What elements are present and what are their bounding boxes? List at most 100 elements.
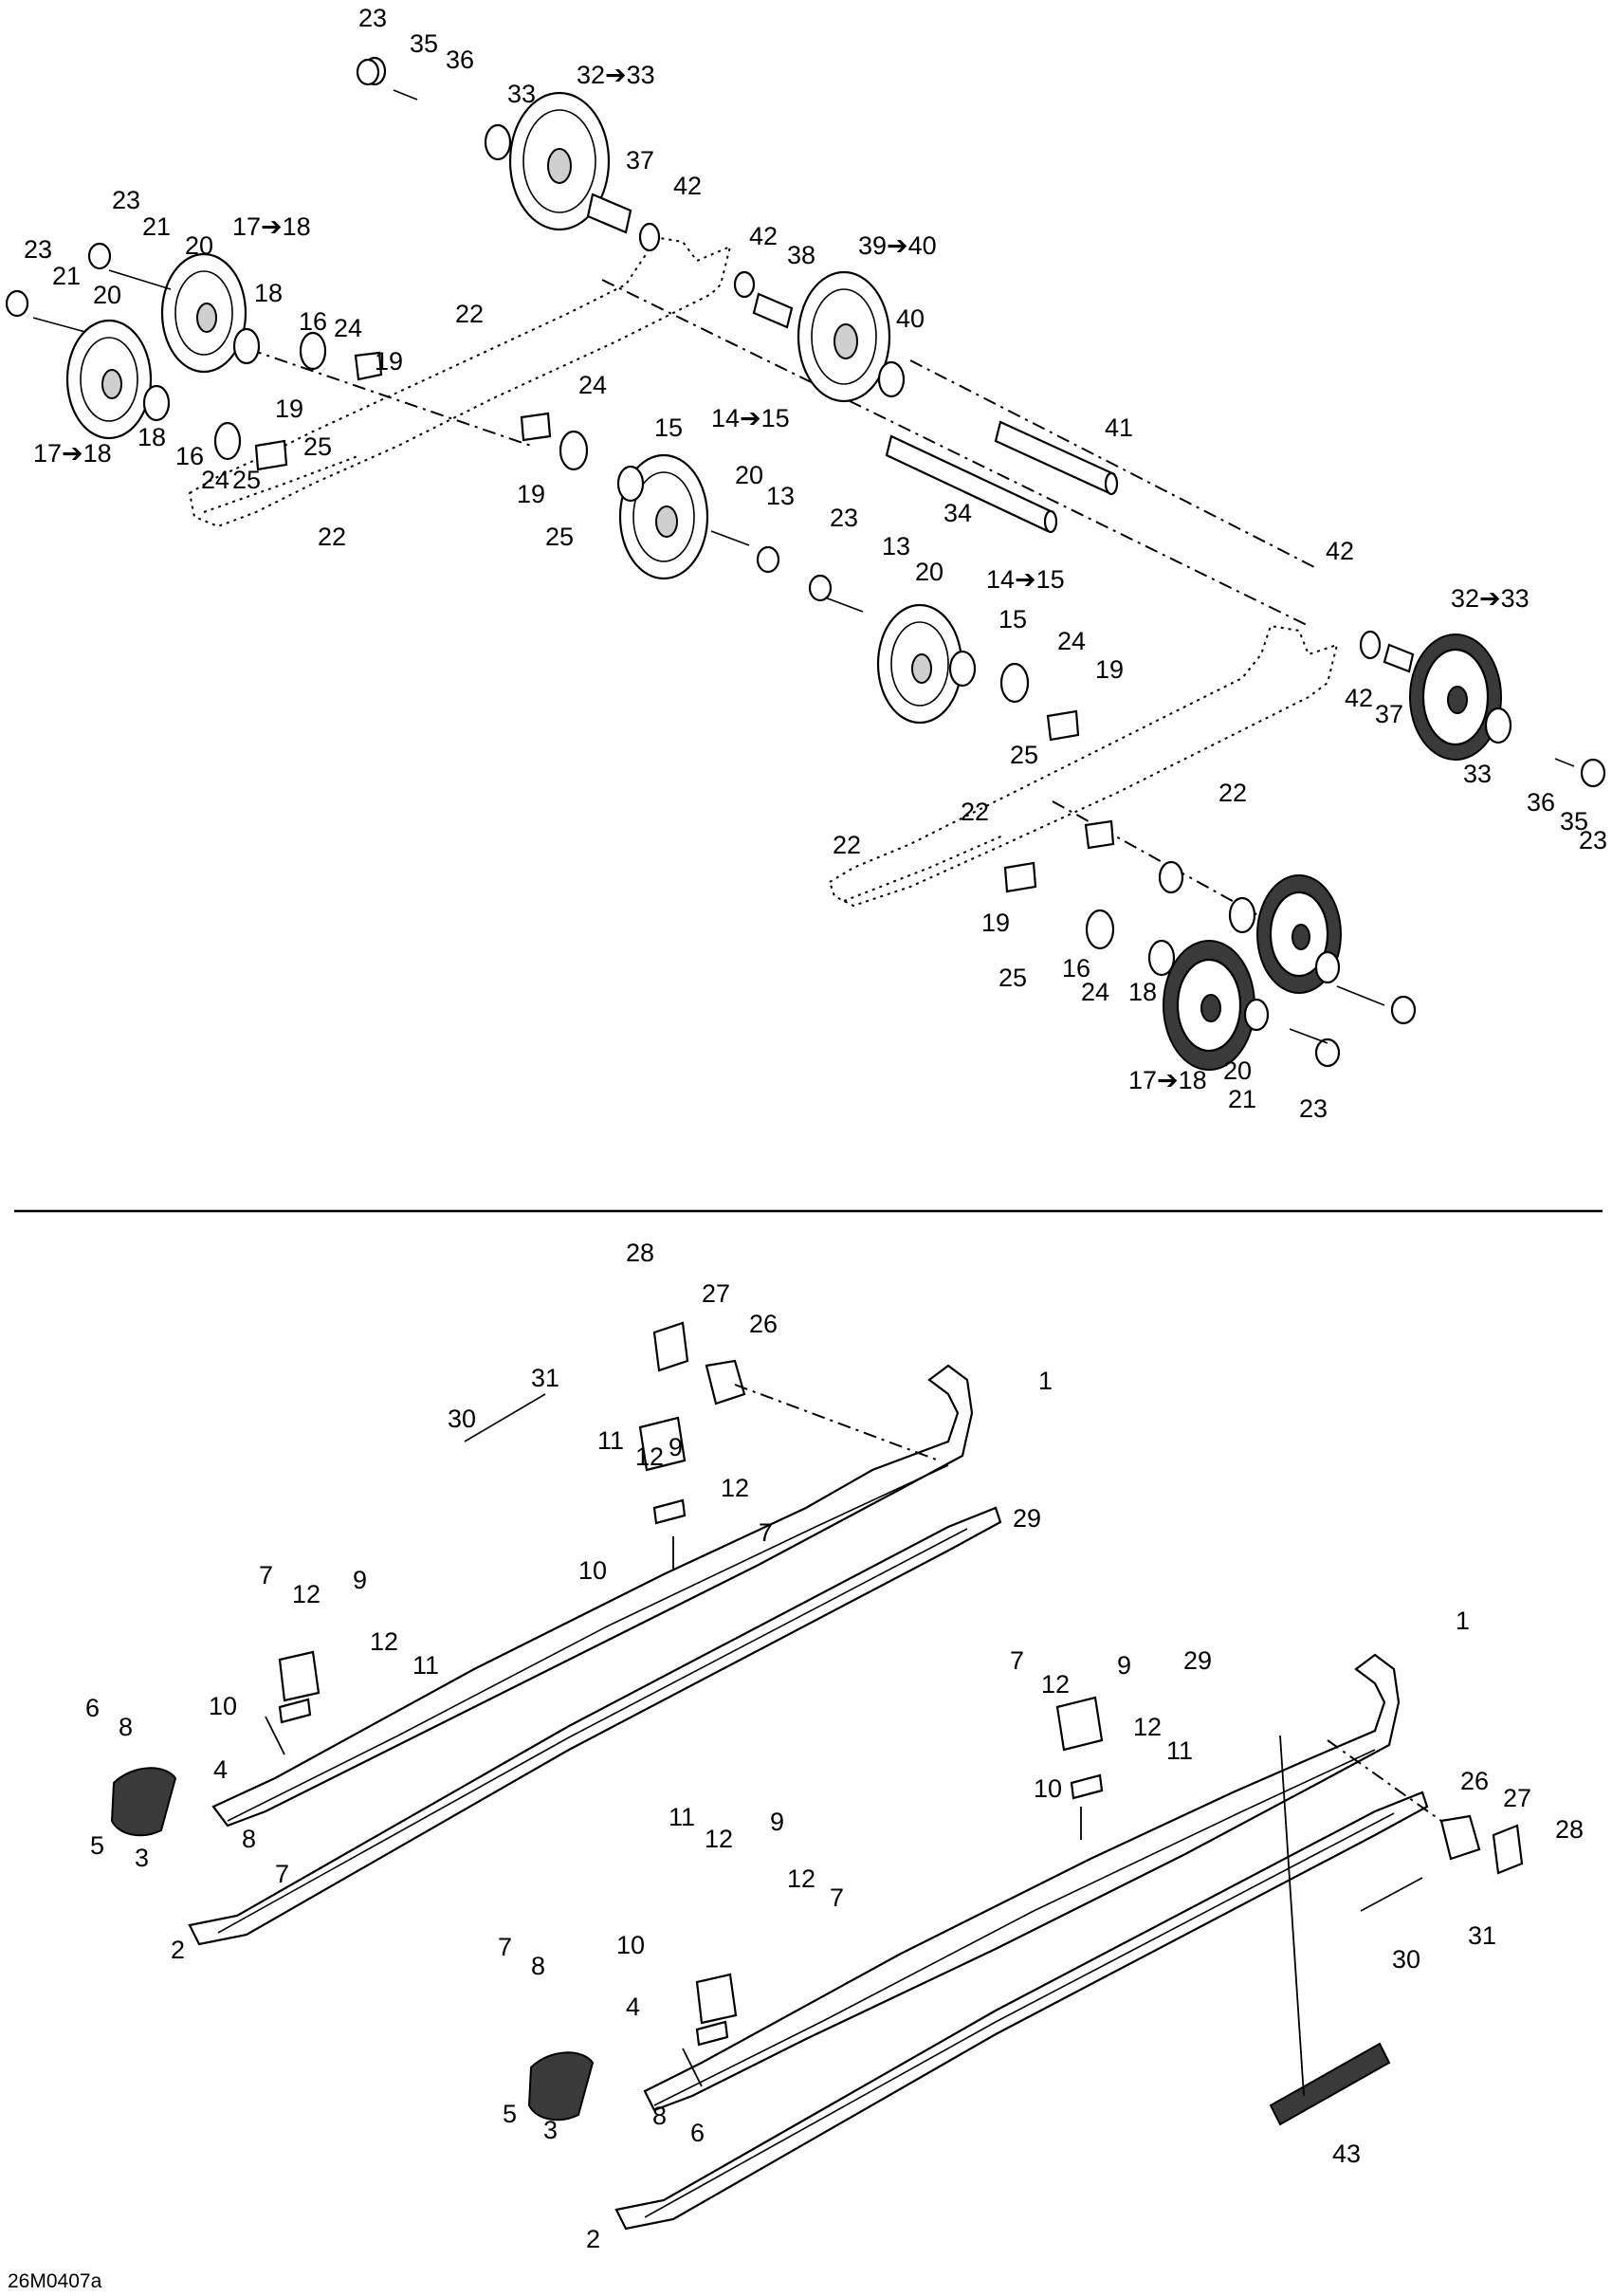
callout-d18: 11 [412,1651,439,1680]
callout-c03: 36 [446,46,474,74]
callout-d28: 1 [1456,1607,1470,1635]
callout-d03: 26 [749,1310,778,1338]
callout-d34: 11 [1166,1736,1193,1765]
callout-d05: 1 [1038,1367,1053,1395]
callout-c16: 16 [299,307,327,336]
wheel-left-lower [65,319,153,440]
wheel-middle-2 [876,603,963,725]
callout-d51: 3 [543,2116,558,2144]
callout-d50: 5 [503,2100,517,2128]
figure-code: 26M0407a [8,2270,102,2292]
callout-c01: 23 [358,4,387,32]
callout-d19: 10 [209,1692,237,1720]
callout-c07: 42 [673,172,702,200]
callout-c19: 42 [749,222,778,250]
callout-d49: 4 [626,1993,640,2021]
callout-d09: 9 [669,1433,683,1461]
callout-c11: 17➔18 [232,212,311,241]
callout-c48: 24 [1057,627,1086,655]
callout-c37: 25 [545,523,574,551]
callout-c52: 25 [1010,741,1038,769]
callout-c60: 19 [981,909,1010,937]
callout-d16: 9 [353,1566,367,1594]
callout-d21: 8 [119,1713,133,1741]
callout-d44: 10 [616,1931,645,1959]
wheel-left-upper [160,252,247,374]
callout-d24: 3 [135,1844,149,1872]
callout-c63: 24 [1081,978,1109,1006]
callout-c43: 20 [915,558,943,586]
callout-c29: 25 [303,432,332,461]
callout-d11: 29 [1013,1504,1041,1533]
callout-d38: 28 [1555,1815,1584,1844]
callout-c18: 22 [455,300,484,328]
callout-c34: 41 [1105,413,1133,442]
callout-d29: 29 [1183,1646,1212,1675]
callout-c51: 37 [1375,700,1403,728]
callout-d08: 12 [635,1442,664,1471]
callout-c68: 23 [1299,1094,1328,1123]
callout-c38: 20 [735,461,763,489]
callout-d36: 26 [1460,1767,1489,1795]
callout-c20: 38 [787,241,815,269]
callout-d54: 2 [586,2225,600,2253]
callout-c08: 23 [112,186,140,214]
wheel-top [508,91,611,231]
callout-c56: 23 [1579,826,1607,854]
callout-c22: 40 [896,304,925,333]
callout-c64: 18 [1128,978,1157,1006]
slider-lower [614,1791,1429,2231]
caps [5,58,1606,1068]
callout-c27: 16 [175,442,204,470]
callout-d42: 12 [787,1864,815,1893]
callout-c04: 33 [507,80,536,108]
decal-43 [1269,2042,1391,2126]
callout-c06: 37 [626,146,654,174]
bumper-lower [527,2051,595,2122]
callout-c46: 42 [1326,537,1354,565]
callout-c53: 33 [1463,760,1492,788]
callout-d45: 31 [1468,1921,1496,1950]
callout-c42: 13 [882,532,910,560]
brackets [254,351,1115,893]
bearings [142,56,1512,1032]
callout-d46: 30 [1392,1945,1420,1974]
rail-lower [643,1653,1401,2112]
upper-exploded-view [5,56,1606,1071]
callout-c50: 42 [1345,684,1373,712]
bumper-upper [110,1767,177,1837]
callout-d06: 30 [448,1405,476,1433]
callout-c32: 15 [654,413,683,442]
callout-c31: 25 [232,466,261,494]
callout-d13: 10 [578,1556,607,1585]
wheel-39 [797,270,891,403]
callout-c36: 19 [517,480,545,508]
callout-d12: 7 [759,1518,773,1547]
axle-41 [994,420,1116,495]
callout-d32: 9 [1117,1651,1131,1680]
callout-d33: 12 [1133,1713,1162,1741]
callout-d22: 4 [213,1755,228,1784]
callout-d30: 7 [1010,1646,1024,1675]
rail-upper [211,1364,974,1828]
callout-d53: 6 [690,2119,705,2147]
callout-d26: 7 [275,1860,289,1888]
callout-c02: 35 [410,29,438,58]
callout-c59: 22 [833,831,861,859]
callout-d01: 28 [626,1239,654,1267]
callout-d17: 12 [370,1627,398,1656]
callout-c33: 14➔15 [711,404,790,432]
callout-c41: 23 [830,504,858,532]
callout-d14: 7 [259,1561,273,1589]
callout-c35: 22 [318,523,346,551]
callout-d04: 31 [531,1364,559,1392]
callout-c23: 19 [375,347,403,376]
callout-c62: 16 [1062,954,1090,983]
callout-c15: 18 [254,279,283,307]
callout-c55: 35 [1560,807,1588,836]
callout-d55: 43 [1332,2140,1361,2168]
lower-exploded-view [110,1321,1524,2231]
callout-d52: 8 [652,2102,667,2130]
